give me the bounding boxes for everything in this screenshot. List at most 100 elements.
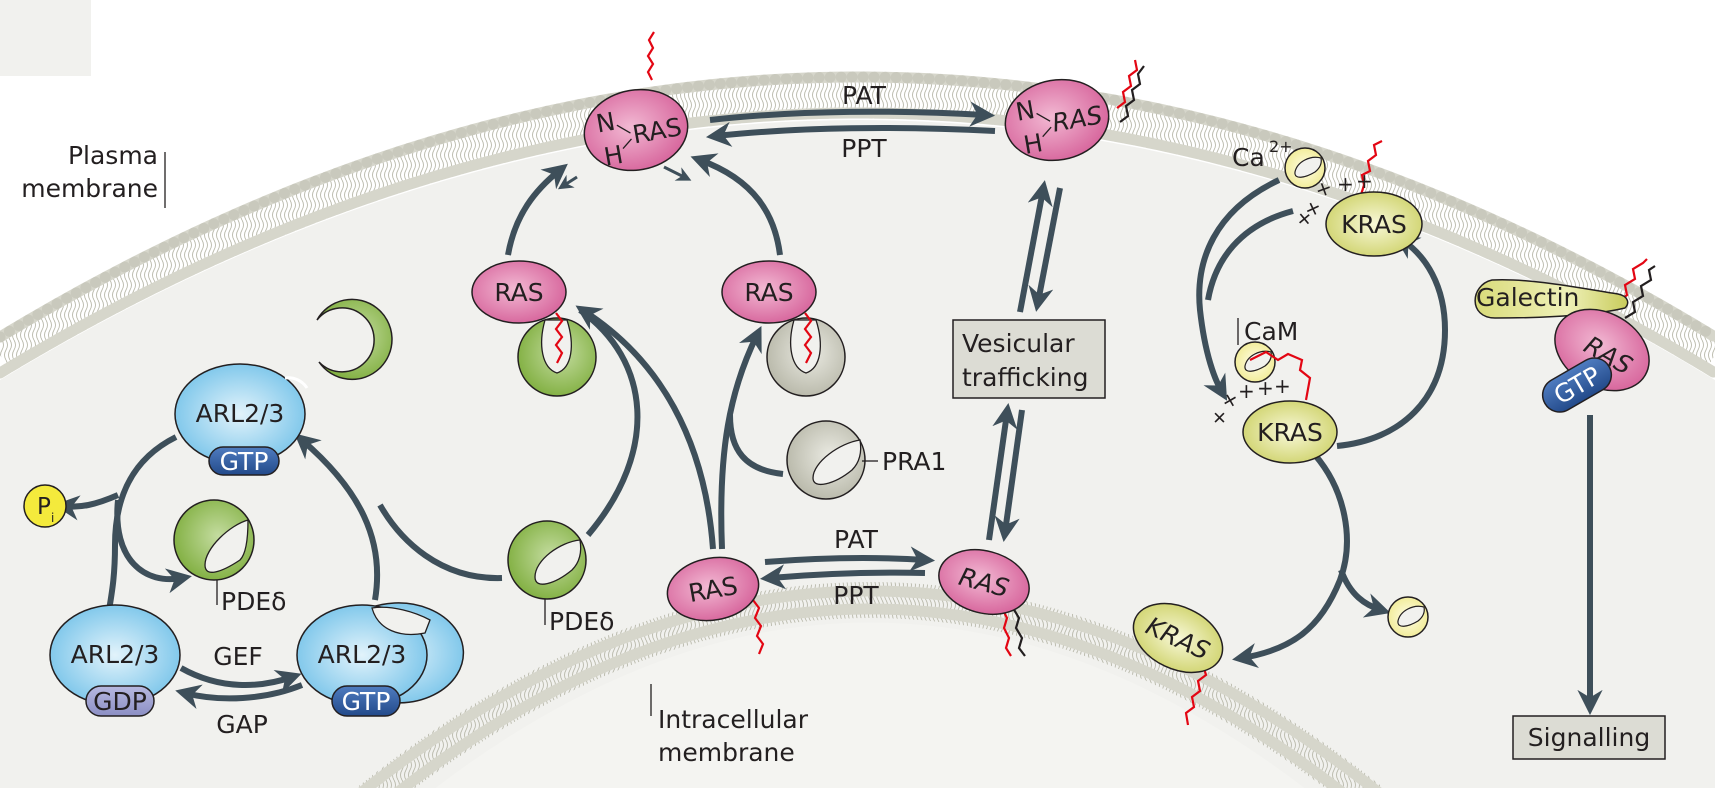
pi-label: P (37, 494, 51, 520)
kras-membrane: KRAS (1325, 191, 1423, 257)
pdedelta-release-arrow (114, 499, 192, 594)
pra1-to-ras-arc (727, 414, 784, 477)
arl-right: ARL2/3 GTP (296, 602, 465, 717)
palmitoyl-chain-nras-right (1116, 59, 1139, 109)
plasma-membrane-label: Plasma membrane (21, 141, 166, 208)
ras-pdedelta-label: RAS (494, 278, 543, 307)
ras-pdedelta-complex: RAS (471, 260, 597, 397)
intracellular-label-line2: membrane (658, 738, 795, 767)
kras-to-endomembrane-arrow (1232, 453, 1350, 668)
arl-left-gdp-label: GDP (93, 687, 147, 716)
palmitoyl-chain-galectin-ras (1616, 258, 1648, 304)
svg-text:+: + (1337, 172, 1354, 196)
ras-pdedelta-to-nras-arrow (505, 163, 568, 256)
bottom-ras-left: RAS (666, 556, 765, 655)
arl-top-gtp-label: GTP (220, 447, 269, 476)
ras-pra1-label: RAS (744, 278, 793, 307)
gap-label: GAP (216, 710, 268, 739)
top-pat-arrow (709, 101, 996, 127)
vesicular-trafficking-box: Vesicular trafficking (952, 319, 1106, 399)
arl-gtp-to-gdp-arrow (95, 434, 178, 640)
bottom-ras-to-pdedelta-arrow (575, 305, 716, 550)
pdedelta-center: PDEδ (173, 499, 286, 616)
nhras-left: N H RAS (583, 88, 689, 172)
gef-arrow (179, 665, 302, 694)
pdedelta-bound-arl (316, 298, 393, 381)
pi-subscript: i (51, 511, 54, 525)
arl-cycle: ARL2/3 GTP P i PDEδ ARL2/3 GDP (23, 298, 503, 739)
galectin-signalling: Galectin RAS GTP Signalling (1474, 258, 1666, 760)
arl-left-label: ARL2/3 (71, 640, 160, 669)
plasma-label-line2: membrane (21, 174, 158, 203)
corner-panel (0, 0, 91, 76)
pdedelta-free-label: PDEδ (549, 607, 614, 636)
top-pat-label: PAT (842, 81, 887, 110)
palmitoyl-chain-pdedelta (554, 312, 564, 364)
vesicle-to-endomembrane-arrow (994, 409, 1025, 542)
arl-top-label: ARL2/3 (196, 399, 285, 428)
kras-return-arrow (1336, 234, 1449, 449)
pdedelta-free: PDEδ (507, 520, 614, 636)
svg-text:+: + (1312, 174, 1336, 202)
top-ppt-arrow (705, 121, 996, 147)
palmitoyl-chain-nras-left (646, 31, 655, 81)
intracellular-label-line1: Intracellular (658, 705, 809, 734)
kras-endomembrane: KRAS (1132, 602, 1224, 726)
nhras-right-h: H (1021, 128, 1045, 160)
cam-label: CaM (1244, 317, 1298, 346)
bottom-ras-right: RAS (938, 549, 1030, 657)
bottom-pat-label: PAT (834, 525, 879, 554)
svg-text:+: + (1356, 169, 1373, 193)
arl-top-gtp-badge (208, 446, 280, 476)
arl-gtp-rebind-arrow (294, 433, 381, 601)
farnesyl-chain-kras-endomembrane (1184, 664, 1208, 726)
bottom-pat-arrow (764, 546, 936, 572)
svg-text:+: + (1257, 376, 1274, 400)
top-ppt-label: PPT (841, 134, 887, 163)
pdedelta-loading-arc (578, 307, 641, 537)
arl-left-gdp-badge (85, 685, 155, 717)
pdedelta-to-arl-arrow (377, 503, 503, 582)
arl-left: ARL2/3 GDP (49, 604, 181, 717)
svg-text:+: + (1274, 374, 1291, 398)
bottom-ppt-label: PPT (833, 581, 879, 610)
arl-right-label: ARL2/3 (318, 640, 407, 669)
nhras-right-n: N (1014, 95, 1037, 127)
kras-cam-label: KRAS (1257, 418, 1323, 447)
vesicular-label-line2: trafficking (962, 363, 1088, 392)
phosphate-pi: P i (23, 484, 67, 528)
ca-cam-extraction-arrow (1196, 177, 1281, 401)
pdedelta-center-label: PDEδ (221, 587, 286, 616)
nhras-left-h: H (602, 140, 626, 172)
pm-to-vesicle-arrow (1028, 187, 1063, 312)
intracellular-membrane (354, 579, 1386, 788)
galectin-shape (1474, 278, 1629, 319)
galectin-label: Galectin (1476, 283, 1579, 312)
farnesyl-chain-cam (1249, 350, 1312, 401)
kras-charges-top: + + + + + (1290, 169, 1373, 233)
cam-release-arrow (1338, 568, 1391, 618)
pi-release-arrow (53, 492, 120, 521)
vesicle-to-pm-arrow (1017, 180, 1053, 313)
signalling-label: Signalling (1528, 723, 1650, 752)
intracellular-membrane-label: Intracellular membrane (650, 684, 809, 767)
svg-text:+: + (1238, 379, 1255, 403)
small-release-arrow-right (663, 165, 692, 181)
cam-ca-top: Ca 2+ (1232, 137, 1326, 189)
vesicular-label-line1: Vesicular (962, 329, 1075, 358)
nras-hras-cycle: PAT PPT N H RAS N H RAS (471, 31, 1145, 657)
bottom-ppt-arrow (759, 564, 926, 590)
pra1: PRA1 (786, 420, 946, 500)
ca-label: Ca (1232, 143, 1265, 172)
kras-release-arc (1205, 208, 1294, 301)
pra1-label: PRA1 (882, 447, 946, 476)
plasma-label-line1: Plasma (68, 141, 158, 170)
cam-free (1387, 596, 1429, 638)
ca-superscript: 2+ (1269, 137, 1293, 156)
farnesyl-chain-galectin-ras (1624, 265, 1656, 319)
ras-pra1-to-nras-arrow (690, 153, 783, 256)
endomembrane-to-vesicle-arrow (986, 403, 1018, 541)
arl-right-gtp-label: GTP (342, 687, 391, 716)
signalling-box: Signalling (1512, 715, 1666, 760)
